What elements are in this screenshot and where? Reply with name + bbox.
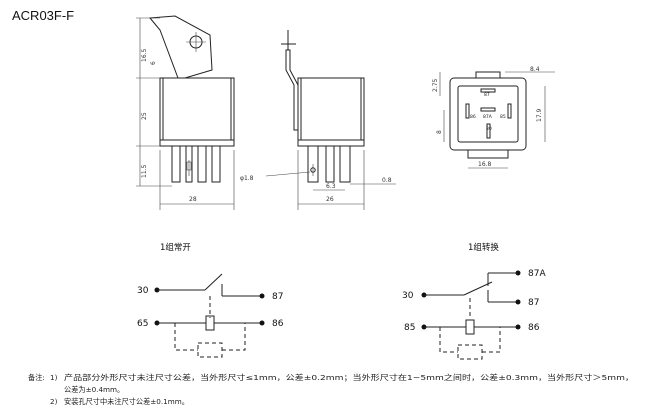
bottom-outline: [449, 77, 527, 151]
note-1-continued: 公差为±0.4mm。: [64, 385, 124, 394]
no-label-87: 87: [272, 292, 283, 302]
front-pins: [171, 145, 221, 183]
notes: 备注: 1) 产品部分外形尺寸未注尺寸公差，当外形尺寸≤1mm，公差±0.2mm…: [28, 373, 634, 406]
front-view: 16.5 6 25 11.5 28: [136, 15, 235, 210]
pin-85-label: 85: [500, 114, 506, 120]
dim-bracket-height: 16.5: [141, 48, 148, 62]
co-label-87a: 87A: [528, 269, 546, 279]
dim-body-height: 25: [141, 112, 148, 120]
pin-30: [486, 123, 491, 139]
circuit-no-caption: 1组常开: [160, 242, 191, 253]
note-2-num: 2): [50, 397, 58, 406]
note-1-num: 1): [50, 373, 58, 382]
side-pin-b: [325, 145, 335, 183]
pin-86: [465, 103, 470, 119]
side-body: [297, 77, 365, 147]
no-coil: [205, 315, 215, 331]
circuit-no: 1组常开 30 87 65 86: [137, 242, 284, 358]
co-label-87: 87: [528, 298, 539, 308]
pin-87a: [480, 107, 496, 112]
no-label-65: 65: [137, 319, 148, 329]
mounting-bracket: [148, 15, 213, 79]
pin-86-label: 86: [470, 114, 476, 120]
note-2-text: 安装孔尺寸中未注尺寸公差±0.1mm。: [64, 397, 189, 406]
bottom-base: [467, 150, 509, 159]
dim-left-offset: 8: [436, 130, 443, 134]
relay-body: [159, 77, 235, 147]
pin-87a-label: 87A: [483, 114, 493, 120]
dim-height: 17.9: [536, 108, 543, 122]
dim-top-offset: 2.75: [432, 78, 439, 92]
dim-pin-length: 11.5: [141, 164, 148, 178]
circuit-co-caption: 1组转换: [468, 242, 499, 253]
dim-front-width: 28: [189, 196, 197, 203]
no-label-30: 30: [137, 286, 149, 296]
pin-87-label: 87: [484, 92, 490, 98]
drawing-title: ACR03F-F: [12, 8, 74, 23]
dim-side-width: 26: [326, 196, 334, 203]
bottom-view: 87 86 87A 85 30 2.75 8.4 17.9 8 16.8: [432, 66, 555, 169]
side-bracket: [285, 49, 299, 131]
circuit-co: 1组转换 87A 30 87 85 86: [402, 242, 546, 360]
no-switch-arm: [204, 273, 223, 291]
dim-bottom-width: 16.8: [478, 161, 492, 168]
co-label-30: 30: [402, 291, 414, 301]
pin-85: [507, 103, 512, 119]
note-1-text: 产品部分外形尺寸未注尺寸公差，当外形尺寸≤1mm，公差±0.2mm；当外形尺寸在…: [64, 373, 634, 382]
dim-pin-thick: 0.8: [382, 177, 392, 184]
co-switch-arm: [463, 281, 493, 296]
side-view: φ1.8 6.3 0.8 26: [240, 30, 396, 210]
co-label-85: 85: [404, 323, 415, 333]
notes-prefix: 备注:: [28, 373, 45, 382]
no-label-86: 86: [272, 319, 284, 329]
dim-hole-dia: φ1.8: [240, 175, 254, 182]
pin-30-label: 30: [486, 126, 492, 132]
pin-87: [480, 88, 496, 93]
side-pin-a: [307, 145, 319, 183]
co-coil: [465, 319, 475, 335]
co-label-86: 86: [528, 323, 540, 333]
dim-pitch: 6.3: [326, 183, 336, 190]
dim-right-offset: 8.4: [530, 66, 540, 73]
dim-hole: 6: [150, 61, 157, 65]
side-pin-c: [339, 145, 351, 183]
